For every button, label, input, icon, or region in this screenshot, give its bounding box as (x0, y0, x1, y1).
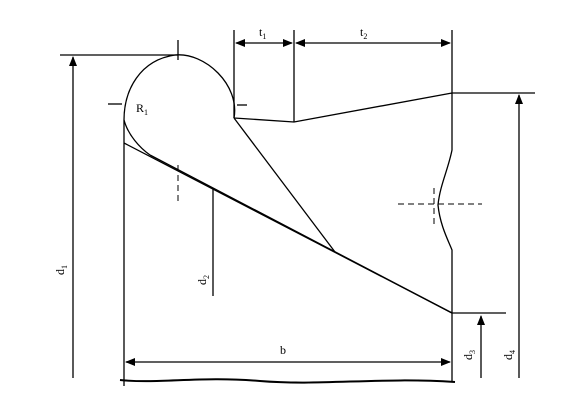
bulb-lower-arc (123, 119, 151, 156)
label-d1: d1 (53, 265, 69, 275)
label-t1: t1 (259, 25, 266, 41)
base-break-line (119, 378, 456, 384)
label-b: b (280, 343, 286, 357)
label-r1: R1 (136, 101, 148, 117)
label-d3: d3 (461, 350, 477, 360)
profile-outline (123, 54, 453, 380)
hypotenuse-line (149, 154, 453, 314)
label-d4: d4 (501, 350, 517, 360)
label-d2: d2 (195, 275, 211, 285)
diagonal-line (233, 117, 336, 253)
label-t2: t2 (360, 25, 367, 41)
